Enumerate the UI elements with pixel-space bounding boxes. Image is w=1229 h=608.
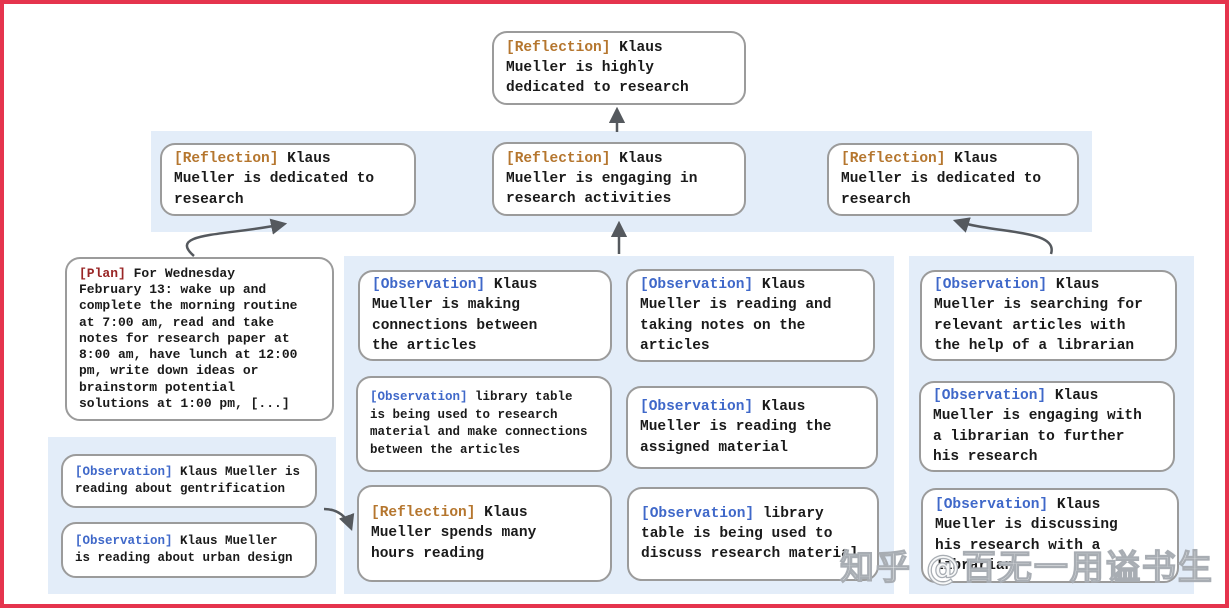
reflection-tag: [Reflection] <box>371 505 476 522</box>
arrow-right-band-to-right-reflection <box>952 217 1053 255</box>
observation-tag: [Observation] <box>372 276 486 293</box>
node-text: [Observation] Klaus Mueller is engaging … <box>933 386 1142 467</box>
node-plan: [Plan] For Wednesday February 13: wake u… <box>65 257 334 421</box>
node-body-text: Klaus Mueller is engaging with a librari… <box>933 387 1142 465</box>
node-obs-library-research: [Observation] library table is being use… <box>356 376 612 472</box>
node-text: [Observation] Klaus Mueller is making co… <box>372 275 537 356</box>
node-text: [Reflection] Klaus Mueller is engaging i… <box>506 149 697 210</box>
observation-tag: [Observation] <box>641 505 755 522</box>
reflection-tag: [Reflection] <box>506 150 611 167</box>
node-text: [Observation] Klaus Mueller is reading a… <box>640 275 831 356</box>
node-obs-searching-articles: [Observation] Klaus Mueller is searching… <box>920 270 1177 361</box>
node-body-text: Klaus Mueller is reading and taking note… <box>640 276 832 354</box>
node-reflection-mid: [Reflection] Klaus Mueller is engaging i… <box>492 142 746 216</box>
arrow-plan-to-left-reflection <box>185 218 288 257</box>
node-text: [Observation] Klaus Mueller is discussin… <box>935 495 1118 576</box>
node-body-text: Klaus Mueller is reading the assigned ma… <box>640 399 832 456</box>
node-body-text: Klaus Mueller is engaging in research ac… <box>506 150 698 208</box>
node-body-text: Klaus Mueller is highly dedicated to res… <box>506 39 689 97</box>
node-body-text: Klaus Mueller is dedicated to research <box>841 151 1042 208</box>
reflection-tag: [Reflection] <box>841 151 946 168</box>
node-text: [Reflection] Klaus Mueller spends many h… <box>371 503 536 564</box>
observation-tag: [Observation] <box>75 533 173 548</box>
node-body-text: Klaus Mueller is dedicated to research <box>174 151 375 208</box>
observation-tag: [Observation] <box>935 496 1049 513</box>
node-obs-discussing-librarian: [Observation] Klaus Mueller is discussin… <box>921 488 1179 583</box>
watermark: 知乎 @百无一用谥书生 <box>839 547 1214 588</box>
node-text: [Observation] Klaus Mueller is reading t… <box>640 397 831 458</box>
node-obs-urban-design: [Observation] Klaus Mueller is reading a… <box>61 522 317 578</box>
node-body-text: Klaus Mueller is making connections betw… <box>372 276 538 354</box>
node-obs-library-discuss: [Observation] library table is being use… <box>627 487 879 581</box>
node-body-text: For Wednesday February 13: wake up and c… <box>79 265 298 411</box>
node-body-text: Klaus Mueller is discussing his research… <box>935 496 1118 574</box>
node-reflection-left: [Reflection] Klaus Mueller is dedicated … <box>160 143 416 216</box>
node-body-text: Klaus Mueller is reading about gentrific… <box>75 464 301 497</box>
node-text: [Observation] Klaus Mueller is reading a… <box>75 464 300 499</box>
node-obs-assigned-material: [Observation] Klaus Mueller is reading t… <box>626 386 878 469</box>
node-obs-making-connections: [Observation] Klaus Mueller is making co… <box>358 270 612 361</box>
node-body-text: Klaus Mueller is reading about urban des… <box>75 533 293 566</box>
node-body-text: library table is being used to research … <box>370 390 588 457</box>
node-reflection-right: [Reflection] Klaus Mueller is dedicated … <box>827 143 1079 216</box>
observation-tag: [Observation] <box>370 390 468 404</box>
observation-tag: [Observation] <box>75 464 173 479</box>
observation-tag: [Observation] <box>933 387 1047 404</box>
node-obs-gentrification: [Observation] Klaus Mueller is reading a… <box>61 454 317 508</box>
observation-tag: [Observation] <box>934 276 1048 293</box>
arrow-left-band-to-hours-reflection <box>323 507 355 532</box>
connector-arrows <box>185 106 1053 532</box>
node-text: [Observation] Klaus Mueller is searching… <box>934 275 1143 356</box>
node-text: [Observation] Klaus Mueller is reading a… <box>75 533 293 568</box>
node-root-reflection: [Reflection] Klaus Mueller is highly ded… <box>492 31 746 105</box>
node-body-text: Klaus Mueller is searching for relevant … <box>934 276 1143 354</box>
reflection-tag: [Reflection] <box>506 39 611 56</box>
node-text: [Plan] For Wednesday February 13: wake u… <box>79 266 297 412</box>
plan-tag: [Plan] <box>79 265 126 281</box>
node-obs-engaging-librarian: [Observation] Klaus Mueller is engaging … <box>919 381 1175 472</box>
node-text: [Reflection] Klaus Mueller is dedicated … <box>174 149 374 210</box>
node-body-text: library table is being used to discuss r… <box>641 505 859 563</box>
observation-tag: [Observation] <box>640 399 754 416</box>
node-text: [Observation] library table is being use… <box>641 504 859 565</box>
node-text: [Reflection] Klaus Mueller is dedicated … <box>841 149 1041 210</box>
node-reflection-hours-reading: [Reflection] Klaus Mueller spends many h… <box>357 485 612 582</box>
node-body-text: Klaus Mueller spends many hours reading <box>371 505 537 562</box>
node-text: [Observation] library table is being use… <box>370 389 588 459</box>
node-text: [Reflection] Klaus Mueller is highly ded… <box>506 38 689 99</box>
node-obs-reading-notes: [Observation] Klaus Mueller is reading a… <box>626 269 875 362</box>
reflection-tag: [Reflection] <box>174 151 279 168</box>
observation-tag: [Observation] <box>640 276 754 293</box>
